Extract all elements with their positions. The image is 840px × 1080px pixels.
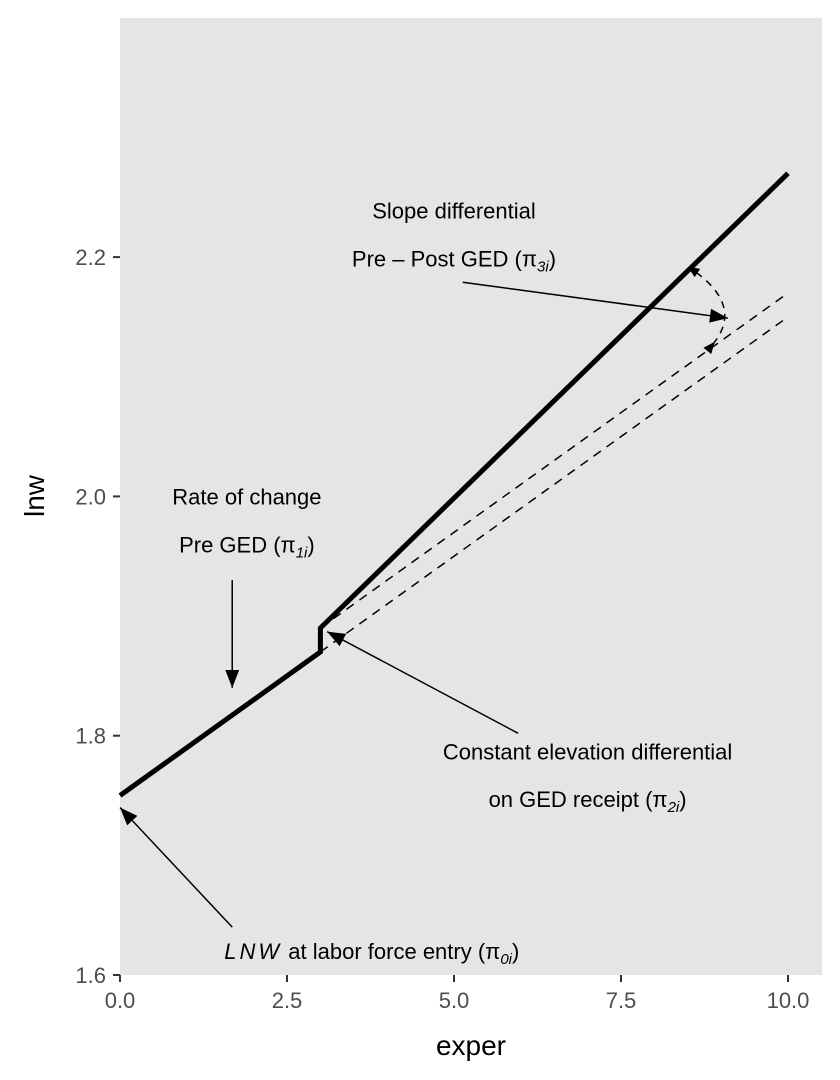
x-tick-label: 2.5: [272, 988, 303, 1013]
x-tick-label: 5.0: [439, 988, 470, 1013]
label-text: at labor force entry (π: [282, 939, 500, 964]
slope-differential-curved-arrow: [690, 268, 726, 344]
label-subscript: 3i: [537, 258, 549, 275]
label-text: Pre – Post GED (π: [352, 246, 537, 271]
lnw-entry-arrow: [119, 806, 233, 928]
y-tick-label: 2.2: [75, 245, 106, 270]
label-italic: LNW: [224, 939, 282, 964]
label-subscript: 1i: [296, 544, 308, 561]
plot-panel: [120, 18, 822, 975]
label-text: ): [679, 787, 686, 812]
y-axis-title: lnw: [19, 474, 50, 517]
slope-differential-label-line2: Pre – Post GED (π3i): [352, 246, 556, 275]
constant-elevation-label-line2: on GED receipt (π2i): [489, 787, 687, 816]
series-trajectory: [118, 171, 790, 798]
y-tick-label: 1.8: [75, 724, 106, 749]
x-tick-label: 7.5: [606, 988, 637, 1013]
label-subscript: 0i: [500, 951, 512, 968]
constant-elevation-label-line1: Constant elevation differential: [443, 739, 732, 764]
label-text: ): [512, 939, 519, 964]
label-text: on GED receipt (π: [489, 787, 668, 812]
rate-of-change-label-line1: Rate of change: [172, 484, 321, 509]
slope-differential-label-line1: Slope differential: [372, 198, 536, 223]
slope-differential-arrow: [462, 281, 728, 323]
label-text: ): [549, 246, 556, 271]
y-tick-label: 2.0: [75, 484, 106, 509]
label-subscript: 2i: [667, 799, 680, 816]
x-tick-label: 0.0: [105, 988, 136, 1013]
x-tick-label: 10.0: [767, 988, 810, 1013]
y-tick-label: 1.6: [75, 963, 106, 988]
label-text: ): [307, 532, 314, 557]
lnw-entry-label: LNW at labor force entry (π0i): [224, 939, 519, 968]
constant-elevation-arrow: [326, 630, 519, 734]
label-text: Pre GED (π: [179, 532, 296, 557]
rate-of-change-label-line2: Pre GED (π1i): [179, 532, 315, 561]
x-axis-title: exper: [436, 1030, 506, 1061]
